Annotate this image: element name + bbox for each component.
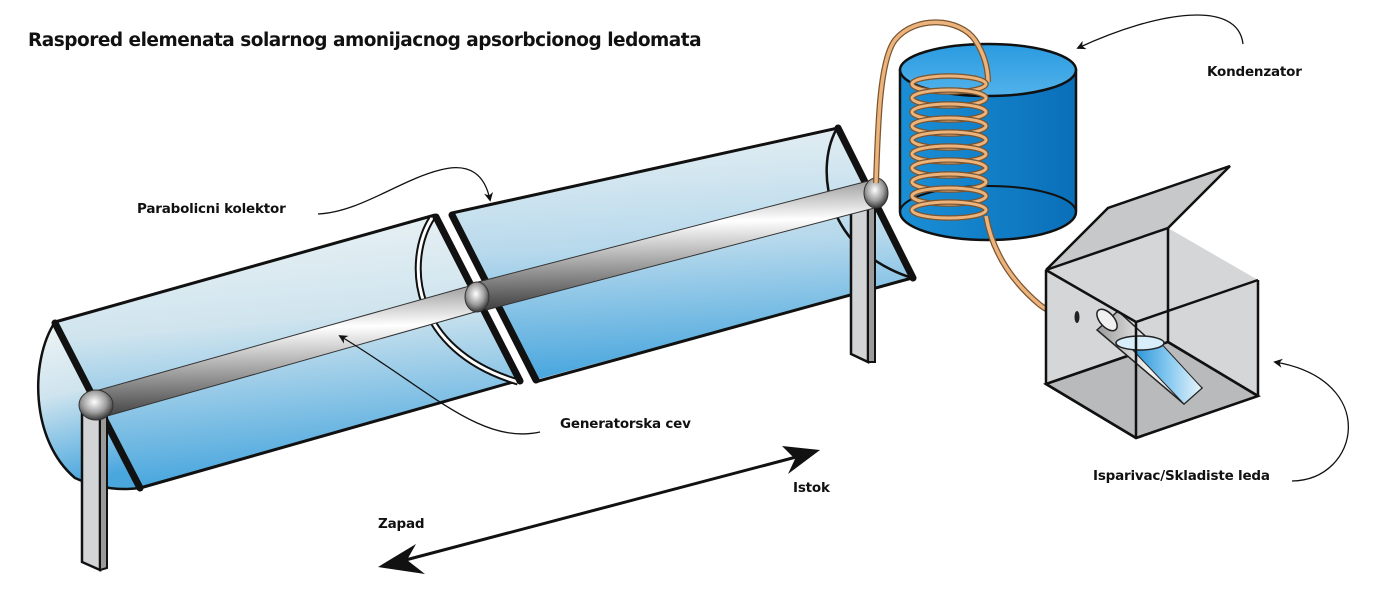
condenser-coil [909,73,989,221]
generator-leader [338,335,541,435]
label-generatorska-cev: Generatorska cev [560,416,691,432]
east-arrowhead [782,446,820,474]
east-west-arrow [378,446,820,574]
condenser [873,19,1111,324]
west-arrowhead [378,544,425,574]
leader-lines [317,14,1349,482]
evaporator-ice-box [1043,164,1261,440]
generator-tube [78,177,889,421]
evaporator-vial [1074,308,1204,405]
coil-turn [910,200,988,220]
isparivac-leader [1273,358,1349,482]
label-istok: Istok [793,480,830,496]
box-lid[interactable] [1045,164,1231,272]
label-kondenzator: Kondenzator [1207,64,1302,80]
kolektor-leader [317,167,494,215]
diagram-title: Raspored elemenata solarnog amonijacnog … [28,30,702,51]
label-zapad: Zapad [378,516,425,532]
label-isparivac: Isparivac/Skladiste leda [1093,468,1270,484]
label-parabolicni-kolektor: Parabolicni kolektor [137,201,286,217]
kondenzator-leader [1076,14,1244,50]
